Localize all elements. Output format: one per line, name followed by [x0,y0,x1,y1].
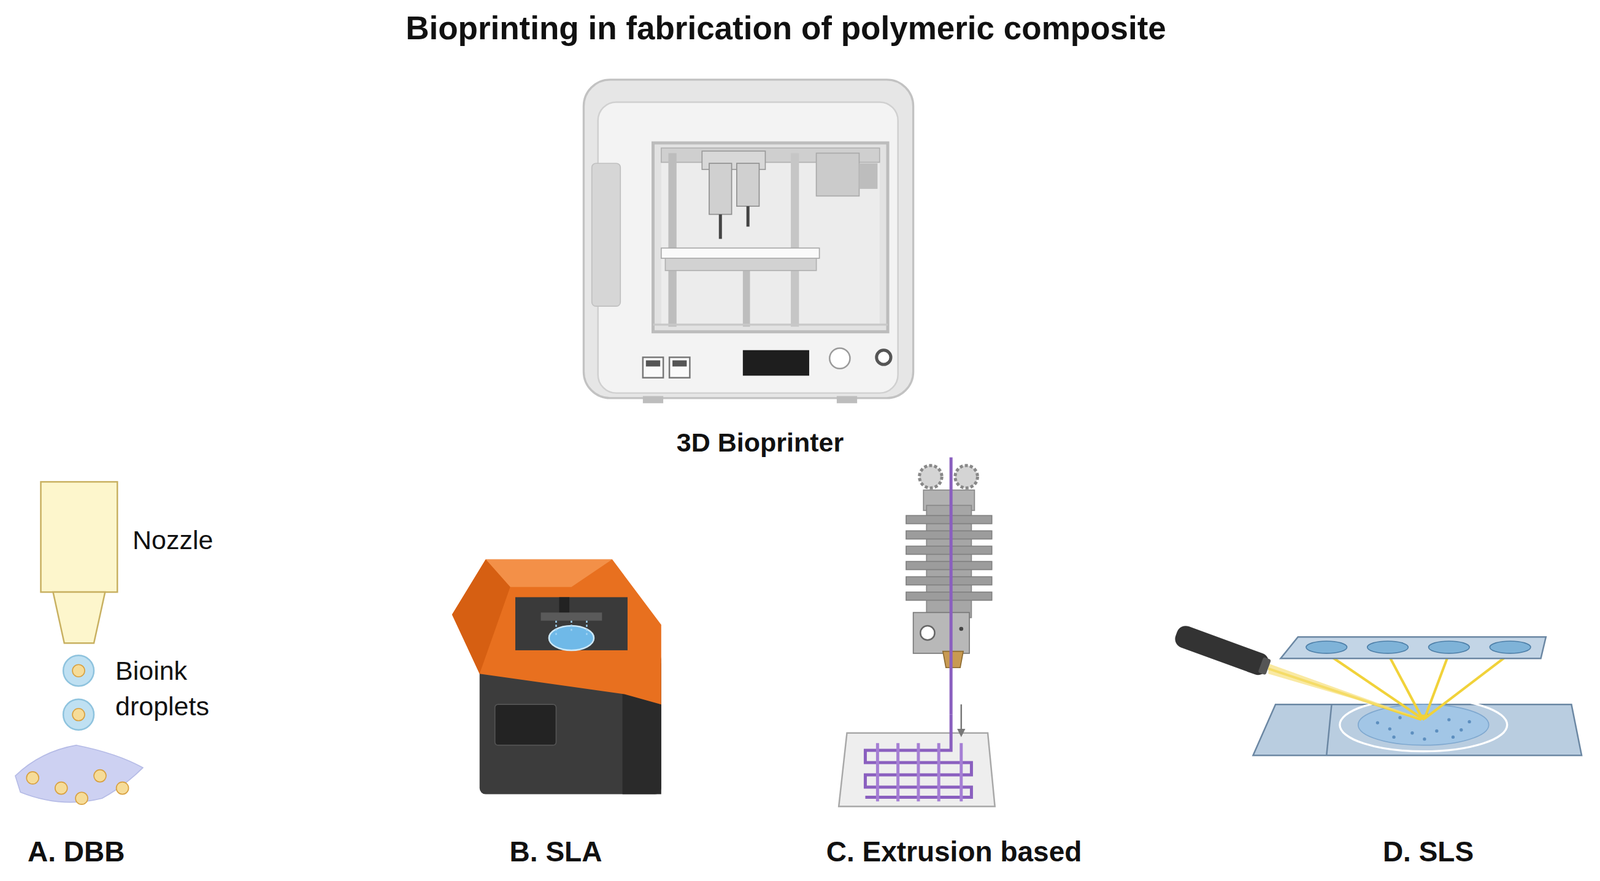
droplet-printer-figure [15,481,143,805]
method-label: B. SLA [509,834,603,869]
diagram-title: Bioprinting in fabrication of polymeric … [405,8,1167,48]
bioprinter-figure [583,79,913,404]
sls-figure [1172,623,1582,756]
method-label: D. SLS [1382,834,1474,869]
method-label: C. Extrusion based [826,834,1083,869]
method-label: A. DBB [27,834,125,869]
extrusion-head-figure [838,457,995,807]
part-label: Nozzle [132,524,213,557]
part-label: Bioink droplets [115,652,257,724]
figure-caption: 3D Bioprinter [676,426,844,459]
sla-printer-figure [452,559,662,795]
